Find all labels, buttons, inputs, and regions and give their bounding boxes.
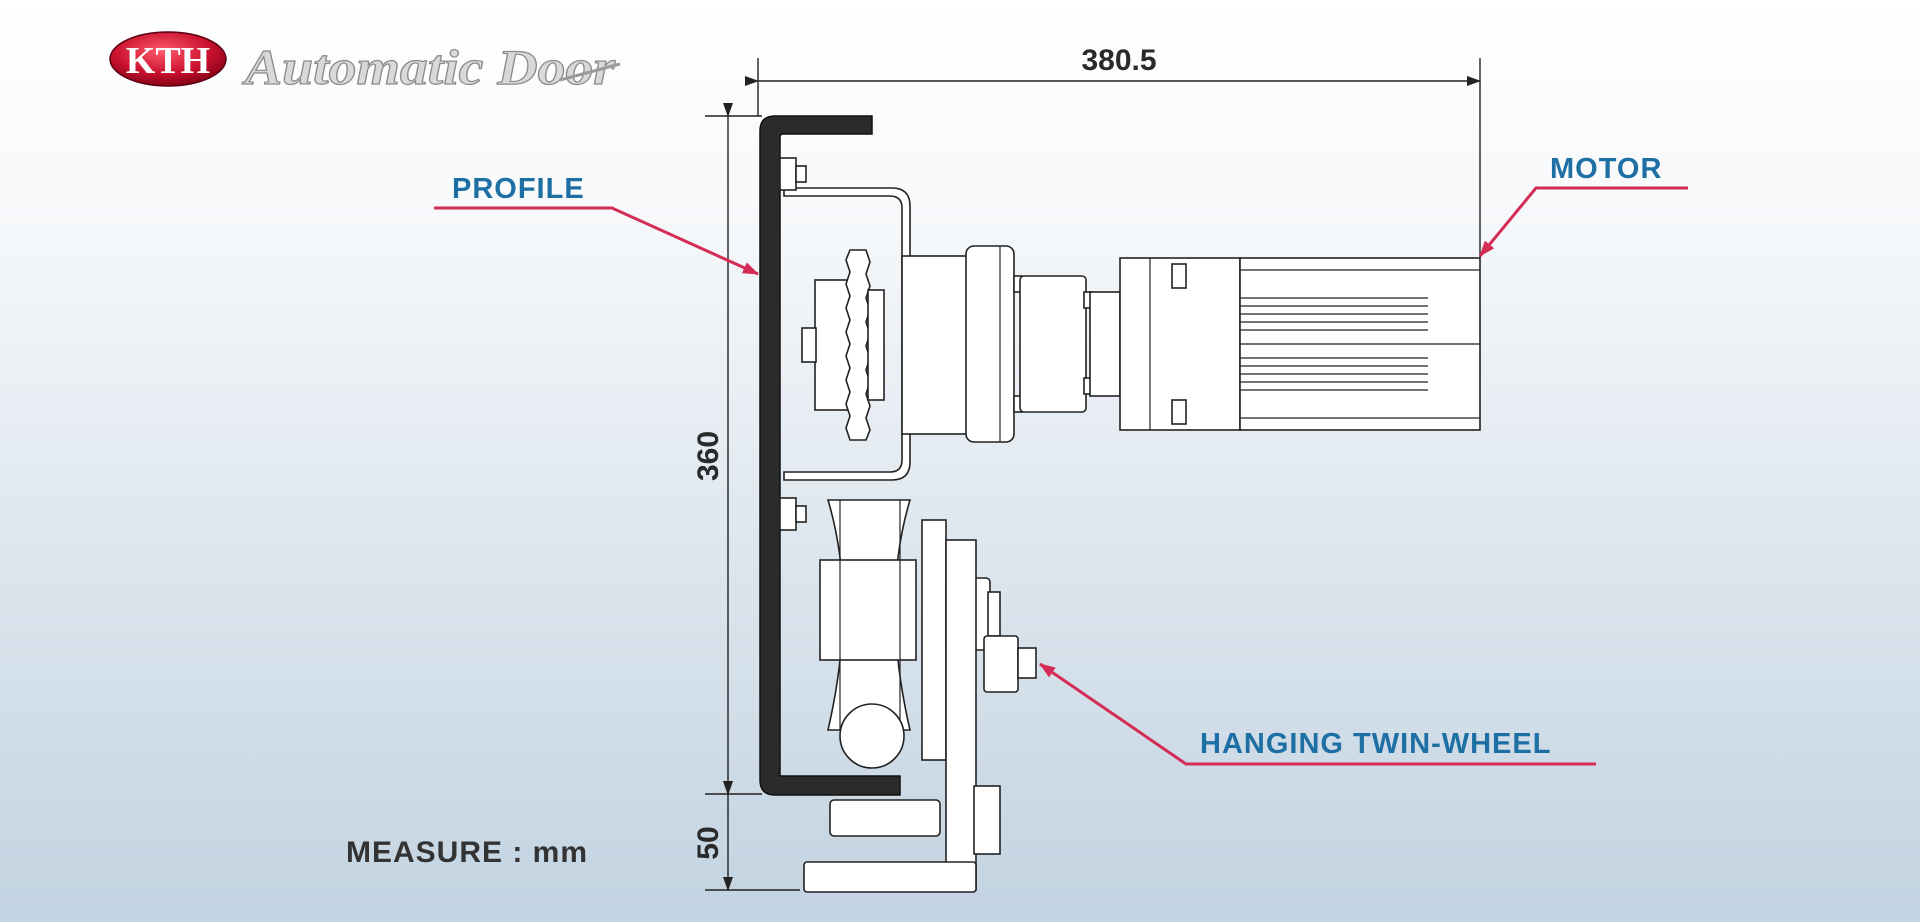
motor-bracket bbox=[779, 157, 911, 531]
hanger-post bbox=[945, 539, 977, 891]
profile-channel bbox=[759, 115, 901, 796]
callout-profile: PROFILE bbox=[434, 173, 759, 276]
height-dimension-label: 360 bbox=[692, 431, 725, 481]
logo-ellipse bbox=[109, 31, 227, 87]
profile-shape bbox=[759, 115, 901, 796]
sprocket bbox=[801, 249, 885, 441]
sprocket-hub-nut bbox=[801, 327, 817, 363]
hanger-bolt bbox=[829, 799, 941, 837]
sprocket-collar bbox=[867, 289, 885, 401]
motor-fins-bottom bbox=[1240, 357, 1428, 391]
profile-leader bbox=[434, 206, 759, 276]
brand-title: Automatic Door bbox=[242, 39, 616, 95]
hanger-bolt-head bbox=[973, 785, 1001, 855]
gearbox bbox=[901, 245, 1121, 443]
motor bbox=[1119, 257, 1481, 431]
callout-wheel: HANGING TWIN-WHEEL bbox=[1039, 662, 1596, 766]
gearbox-flange bbox=[965, 245, 1015, 443]
profile-bolt-top bbox=[779, 157, 807, 191]
measure-note: MEASURE : mm bbox=[346, 836, 588, 869]
width-dimension: 380.5 bbox=[745, 44, 1481, 258]
motor-bolt-top bbox=[1171, 263, 1187, 289]
sprocket-teeth bbox=[845, 249, 871, 441]
wheel-ball bbox=[839, 703, 905, 769]
gearbox-coupling bbox=[1089, 291, 1121, 397]
brand-logo: KTH Automatic Door bbox=[109, 31, 621, 96]
height-dimension: 360 50 bbox=[692, 103, 800, 891]
callout-motor: MOTOR bbox=[1478, 153, 1688, 257]
motor-fins-top bbox=[1240, 297, 1428, 331]
width-dimension-label: 380.5 bbox=[1081, 44, 1156, 77]
hanger-base bbox=[803, 861, 977, 893]
wheel-axle-block bbox=[819, 559, 917, 661]
adjust-nut-cap bbox=[1017, 647, 1037, 679]
base-dimension-label: 50 bbox=[692, 826, 725, 859]
brand-swoosh bbox=[559, 62, 621, 82]
bracket-plate bbox=[783, 187, 911, 481]
hanging-twin-wheel bbox=[803, 499, 1037, 893]
wheel-leader bbox=[1039, 662, 1596, 766]
wheel-washer bbox=[987, 591, 1001, 637]
motor-leader bbox=[1478, 186, 1688, 257]
gearbox-body bbox=[1019, 275, 1087, 413]
profile-bolt-bottom bbox=[779, 497, 807, 531]
logo-text: KTH bbox=[126, 40, 210, 82]
wheel-plate bbox=[921, 519, 947, 761]
gearbox-neck bbox=[901, 255, 971, 435]
motor-bolt-bottom bbox=[1171, 399, 1187, 425]
wheel-label: HANGING TWIN-WHEEL bbox=[1200, 728, 1551, 760]
motor-label: MOTOR bbox=[1550, 153, 1662, 185]
profile-label: PROFILE bbox=[452, 173, 585, 205]
adjust-nut bbox=[983, 635, 1019, 693]
